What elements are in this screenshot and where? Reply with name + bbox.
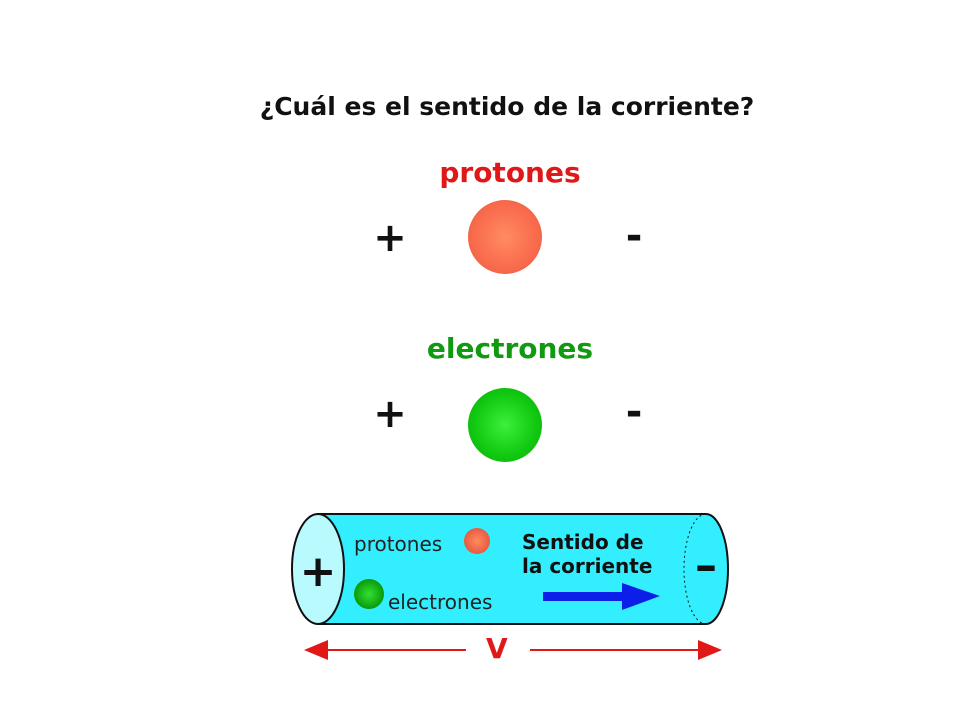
proton-ball bbox=[468, 200, 542, 274]
electron-ball bbox=[468, 388, 542, 462]
tube-proton-ball bbox=[464, 528, 490, 554]
current-direction-arrow bbox=[543, 583, 660, 610]
protons-heading: protones bbox=[439, 156, 581, 189]
tube-electrons-label: electrones bbox=[388, 590, 493, 614]
tube-minus-sign: – bbox=[695, 540, 717, 591]
direction-label-line2: la corriente bbox=[522, 554, 653, 578]
tube-electron-ball bbox=[354, 579, 384, 609]
electrons-heading: electrones bbox=[426, 332, 594, 365]
tube-protons-label: protones bbox=[354, 532, 443, 556]
tube-plus-sign: + bbox=[299, 546, 337, 597]
question-title: ¿Cuál es el sentido de la corriente? bbox=[259, 92, 755, 121]
protons-minus-sign: - bbox=[625, 213, 643, 259]
electrons-plus-sign: + bbox=[373, 391, 407, 437]
electrons-minus-sign: - bbox=[625, 389, 643, 435]
direction-label-line1: Sentido de bbox=[522, 530, 644, 554]
tube-right-dotted-edge bbox=[683, 513, 707, 625]
voltage-label: V bbox=[486, 632, 508, 665]
tube-left-cap bbox=[291, 513, 345, 625]
protons-plus-sign: + bbox=[373, 215, 407, 261]
